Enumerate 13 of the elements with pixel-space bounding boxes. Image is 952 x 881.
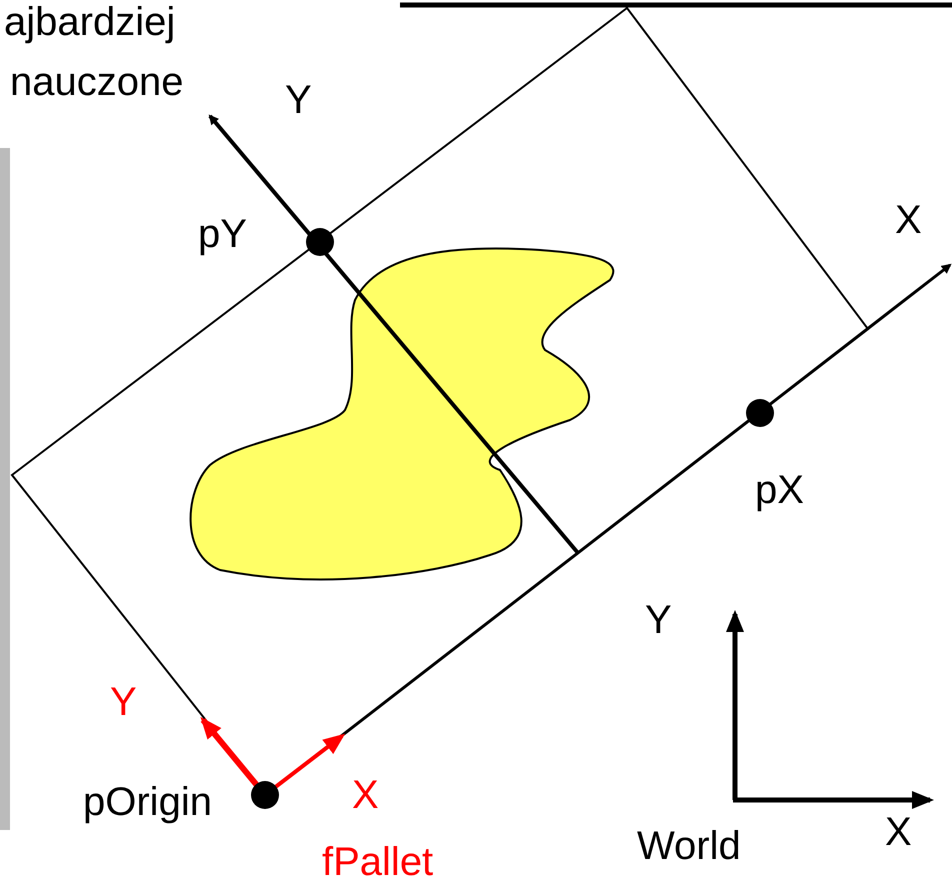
axis-label: X xyxy=(885,812,912,852)
point-label: pY xyxy=(198,214,247,254)
axis-label: Y xyxy=(285,80,312,120)
axis-label: Y xyxy=(645,600,672,640)
note-text: nauczone xyxy=(10,62,184,102)
axis-label: Y xyxy=(110,682,137,722)
axis-label: X xyxy=(895,200,922,240)
axis-label: X xyxy=(352,775,379,815)
frame-label: World xyxy=(637,826,741,866)
heading-text: ajbardziej xyxy=(4,2,176,42)
point-label: pOrigin xyxy=(83,782,212,822)
point-label: pX xyxy=(755,470,804,510)
frame-label: fPallet xyxy=(322,842,434,881)
